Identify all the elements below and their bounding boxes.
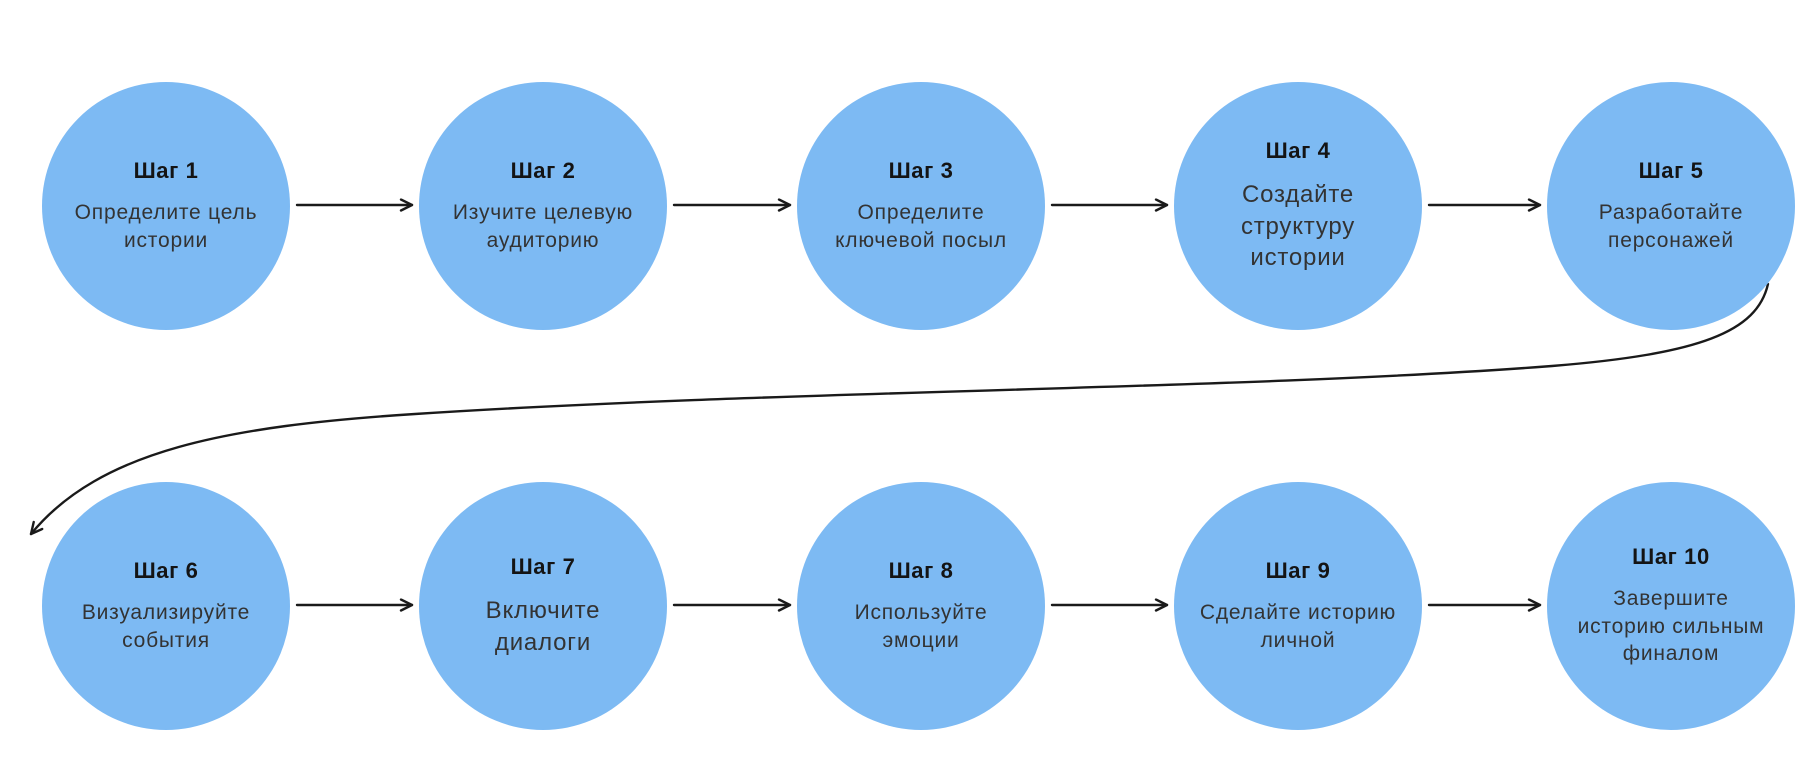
step-title: Шаг 6: [133, 557, 199, 583]
step-title: Шаг 1: [133, 157, 199, 183]
step-description: Разработайте персонажей: [1598, 200, 1744, 252]
step-title: Шаг 2: [510, 157, 576, 183]
step-node-8: Шаг 8 Используйте эмоции: [797, 482, 1045, 730]
step-node-2: Шаг 2 Изучите целевую аудиторию: [419, 82, 667, 330]
step-description: Создайте структуру истории: [1240, 180, 1356, 272]
step-title: Шаг 8: [888, 557, 954, 583]
step-description: Изучите целевую аудиторию: [452, 200, 634, 252]
step-description: Включите диалоги: [485, 596, 601, 656]
step-node-4: Шаг 4 Создайте структуру истории: [1174, 82, 1422, 330]
step-description: Используйте эмоции: [854, 600, 988, 652]
step-node-6: Шаг 6 Визуализируйте события: [42, 482, 290, 730]
step-node-1: Шаг 1 Определите цель истории: [42, 82, 290, 330]
step-description: Определите цель истории: [74, 200, 258, 252]
step-node-3: Шаг 3 Определите ключевой посыл: [797, 82, 1045, 330]
step-title: Шаг 5: [1638, 157, 1704, 183]
step-description: Завершите историю сильным финалом: [1577, 586, 1765, 666]
step-node-10: Шаг 10 Завершите историю сильным финалом: [1547, 482, 1795, 730]
step-title: Шаг 10: [1632, 543, 1710, 569]
step-node-7: Шаг 7 Включите диалоги: [419, 482, 667, 730]
step-title: Шаг 7: [510, 553, 576, 579]
step-node-5: Шаг 5 Разработайте персонажей: [1547, 82, 1795, 330]
step-description: Сделайте историю личной: [1199, 600, 1397, 652]
step-description: Визуализируйте события: [81, 600, 251, 652]
step-title: Шаг 4: [1265, 137, 1331, 163]
step-node-9: Шаг 9 Сделайте историю личной: [1174, 482, 1422, 730]
step-title: Шаг 9: [1265, 557, 1331, 583]
step-title: Шаг 3: [888, 157, 954, 183]
step-description: Определите ключевой посыл: [835, 200, 1007, 252]
